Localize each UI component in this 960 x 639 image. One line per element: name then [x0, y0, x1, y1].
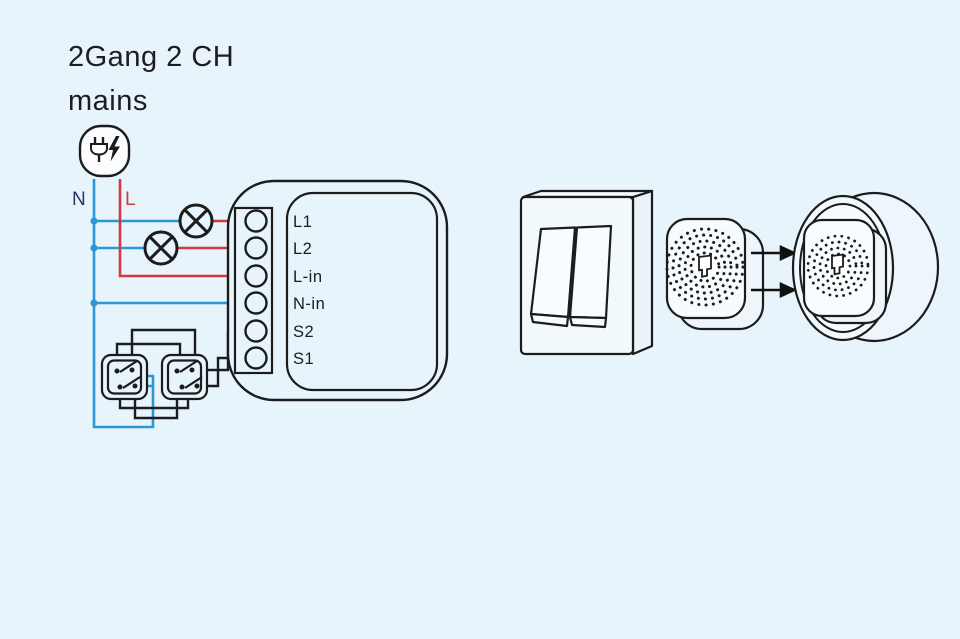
- switch-box-2: [160, 353, 209, 401]
- plug-lightning-icon: [78, 124, 131, 178]
- reset-button-icon: [698, 254, 712, 278]
- diagram-title-line2: mains: [68, 85, 148, 117]
- terminal-N-in: [244, 291, 268, 315]
- arrow-right-icon: [751, 281, 798, 299]
- junction-dots: [90, 217, 98, 307]
- terminal-label-N-in: N-in: [293, 295, 325, 313]
- speaker-dot-rings: [665, 227, 745, 307]
- terminal-strip: [233, 206, 274, 375]
- terminal-label-L-in: L-in: [293, 268, 323, 286]
- mini-relay-front-view: [665, 217, 765, 331]
- terminal-L-in: [244, 264, 268, 288]
- terminal-labels: L1 L2 L-in N-in S2 S1: [293, 213, 325, 368]
- switch-box-1: [100, 353, 149, 401]
- relay-module: L1 L2 L-in N-in S2 S1: [226, 179, 449, 402]
- terminal-L2: [244, 236, 268, 260]
- terminal-S2: [244, 319, 268, 343]
- reset-button-icon: [831, 253, 844, 276]
- lamp-circle-x-icon: [178, 203, 214, 239]
- live-label: L: [125, 189, 136, 210]
- rocker-buttons: [529, 224, 613, 329]
- module-outline: [226, 179, 449, 402]
- terminal-label-S2: S2: [293, 323, 314, 341]
- mini-relay-in-round-box: [791, 191, 940, 343]
- lamp-circle-x-icon: [143, 230, 179, 266]
- diagram-title-line1: 2Gang 2 CH: [68, 41, 234, 73]
- terminal-L1: [244, 209, 268, 233]
- terminal-label-L2: L2: [293, 240, 312, 258]
- speaker-dot-rings: [806, 234, 870, 298]
- terminal-screws: [244, 209, 268, 370]
- wall-switch-2gang: [519, 189, 654, 356]
- terminal-label-S1: S1: [293, 350, 314, 368]
- toggle-switch-symbol: [114, 360, 141, 390]
- neutral-label: N: [72, 189, 86, 210]
- module-inner-panel: [285, 191, 439, 392]
- arrow-right-icon: [751, 244, 798, 262]
- toggle-switch-symbol: [174, 360, 203, 390]
- terminal-S1: [244, 346, 268, 370]
- terminal-label-L1: L1: [293, 213, 312, 231]
